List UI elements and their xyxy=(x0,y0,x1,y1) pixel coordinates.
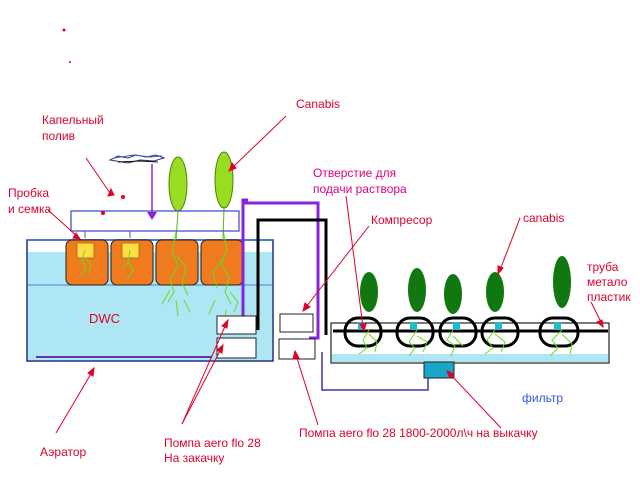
label-filter: фильтр xyxy=(522,391,563,405)
compressor-box xyxy=(279,313,314,333)
label-plug-line1: Пробка xyxy=(8,186,49,200)
label-drip-line1: Капельный xyxy=(42,113,104,127)
roots-dwc xyxy=(80,229,239,325)
black-hose xyxy=(256,218,328,335)
label-pipe-line1: труба xyxy=(587,260,619,274)
purple-hose xyxy=(241,201,320,340)
label-plug-line2: и семка xyxy=(8,202,51,216)
drip-dot xyxy=(101,211,105,215)
cannabis-plant xyxy=(444,274,462,314)
label-canabis-left: Canabis xyxy=(296,97,340,111)
annotation-arrows xyxy=(47,115,604,434)
label-hole-line2: подачи раствора xyxy=(313,182,407,196)
label-hole-line1: Отверстие для xyxy=(313,166,396,180)
cannabis-plant xyxy=(486,272,504,312)
net-pot xyxy=(65,239,109,286)
pipe-hole xyxy=(438,316,478,348)
drip-feed-arrow xyxy=(147,212,157,220)
label-pump-out: Помпа aero flo 28 1800-2000л\ч на выкачк… xyxy=(299,426,538,440)
pump-box xyxy=(216,315,257,335)
cannabis-plant xyxy=(408,268,426,312)
drip-tubing xyxy=(70,210,240,232)
label-drip-line2: полив xyxy=(42,129,75,143)
pipe-hole xyxy=(395,316,435,348)
cannabis-plant xyxy=(214,151,234,209)
label-compressor: Компресор xyxy=(371,213,433,227)
drip-emitter-scribble xyxy=(108,154,166,164)
stray-dot xyxy=(69,61,71,63)
aero-tray-water xyxy=(332,354,608,362)
label-canabis-right: canabis xyxy=(523,211,564,225)
label-pump-in-line1: Помпа aero flo 28 xyxy=(164,436,261,450)
label-pipe-line3: пластик xyxy=(587,290,631,304)
plant-stem xyxy=(175,210,179,241)
filter-box xyxy=(423,361,455,379)
pump-box xyxy=(216,337,257,359)
pipe-hole xyxy=(480,316,520,348)
cannabis-plant xyxy=(360,272,378,312)
drip-dot xyxy=(121,195,125,199)
cannabis-plant xyxy=(553,256,571,308)
label-dwc: DWC xyxy=(89,311,120,326)
purple-hose xyxy=(241,198,248,212)
cannabis-plant xyxy=(168,156,188,212)
label-pipe-line2: метало xyxy=(587,275,628,289)
label-aerator: Аэратор xyxy=(40,445,87,459)
net-pot xyxy=(110,239,154,286)
return-hose xyxy=(321,352,429,391)
stray-dot xyxy=(62,28,66,32)
plant-stem xyxy=(222,207,225,241)
roots-tray xyxy=(358,329,573,357)
label-pump-in-line2: На закачку xyxy=(164,451,224,465)
pipe-hole xyxy=(538,316,580,348)
